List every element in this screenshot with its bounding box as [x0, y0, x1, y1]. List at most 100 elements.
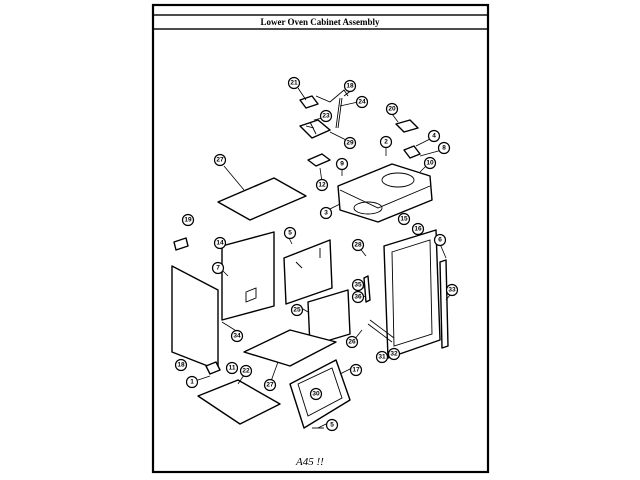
back-panel: [221, 231, 275, 321]
svg-text:20: 20: [388, 106, 396, 113]
block-part-12: [307, 153, 331, 167]
callout-11: 11: [225, 361, 239, 375]
callout-33: 33: [445, 283, 459, 297]
liner-detail: [295, 248, 321, 269]
back-panel-window: [245, 287, 257, 303]
door-window: [297, 367, 343, 417]
callout-16: 16: [411, 222, 425, 236]
callout-20: 20: [385, 102, 399, 116]
front-frame-outer: [383, 229, 441, 359]
callout-22: 22: [239, 364, 253, 378]
callout-1: 1: [185, 375, 199, 389]
svg-text:3: 3: [324, 210, 328, 217]
callout-27-bottom: 27: [263, 378, 277, 392]
callout-10: 10: [423, 156, 437, 170]
svg-text:31: 31: [378, 354, 386, 361]
strip-part-26: [367, 319, 395, 343]
callout-30: 30: [309, 387, 323, 401]
title-box: [152, 14, 489, 30]
svg-text:35: 35: [354, 282, 362, 289]
callout-35: 35: [351, 278, 365, 292]
footer-note: A45 !!: [295, 456, 324, 468]
svg-text:26: 26: [348, 339, 356, 346]
svg-text:14: 14: [216, 240, 224, 247]
svg-text:34: 34: [233, 333, 241, 340]
svg-text:8: 8: [442, 145, 446, 152]
side-strip: [439, 259, 449, 349]
callout-29: 29: [343, 136, 357, 150]
svg-text:28: 28: [354, 242, 362, 249]
svg-text:12: 12: [318, 182, 326, 189]
callout-36: 36: [351, 290, 365, 304]
diagram-frame: [151, 3, 490, 474]
svg-text:27: 27: [266, 382, 274, 389]
callout-5-bottom: 5: [325, 418, 339, 432]
callout-24: 24: [355, 95, 369, 109]
callout-2: 2: [379, 135, 393, 149]
side-panel-left: [171, 265, 219, 371]
callout-9: 9: [335, 157, 349, 171]
clip-part-20: [395, 119, 419, 133]
front-frame-inner: [391, 239, 433, 347]
svg-text:5: 5: [330, 422, 334, 429]
inner-liner: [283, 239, 333, 305]
svg-text:27: 27: [216, 157, 224, 164]
svg-text:9: 9: [340, 161, 344, 168]
bracket-11: [205, 361, 221, 375]
plate-slot: [255, 182, 263, 187]
svg-text:18: 18: [346, 83, 354, 90]
svg-text:1: 1: [190, 379, 194, 386]
svg-text:22: 22: [242, 368, 250, 375]
callout-6: 6: [433, 233, 447, 247]
callout-17: 17: [349, 363, 363, 377]
callout-32: 32: [387, 347, 401, 361]
top-plate: [217, 177, 307, 221]
callout-34: 34: [230, 329, 244, 343]
svg-text:25: 25: [293, 307, 301, 314]
callout-31: 31: [375, 350, 389, 364]
callout-27-top: 27: [213, 153, 227, 167]
svg-text:21: 21: [290, 80, 298, 87]
callout-5-mid: 5: [283, 226, 297, 240]
svg-text:15: 15: [400, 216, 408, 223]
svg-text:11: 11: [229, 365, 236, 372]
callout-14: 14: [213, 236, 227, 250]
svg-text:17: 17: [352, 367, 360, 374]
svg-text:19: 19: [184, 217, 192, 224]
callout-15-top: 15: [397, 212, 411, 226]
svg-text:29: 29: [346, 140, 354, 147]
svg-text:2: 2: [384, 139, 388, 146]
svg-text:10: 10: [426, 160, 434, 167]
svg-text:30: 30: [312, 391, 320, 398]
bottom-panel: [243, 329, 337, 367]
top-panel-assembly: [337, 163, 433, 223]
svg-text:5: 5: [288, 230, 292, 237]
svg-text:16: 16: [414, 226, 422, 233]
base-plate: [197, 379, 281, 425]
door-inner-panel: [307, 289, 351, 347]
svg-text:32: 32: [390, 351, 398, 358]
bracket-assembly: [299, 89, 349, 139]
rod-part: [335, 97, 343, 129]
svg-text:4: 4: [432, 133, 436, 140]
svg-text:18: 18: [177, 362, 185, 369]
svg-text:6: 6: [438, 237, 442, 244]
svg-text:7: 7: [216, 265, 220, 272]
callout-21: 21: [287, 76, 301, 90]
diagram-title: Lower Oven Cabinet Assembly: [260, 17, 380, 27]
hinge-part: [363, 275, 371, 303]
callout-26: 26: [345, 335, 359, 349]
label-tag: [173, 237, 189, 251]
callout-18: 18: [343, 79, 357, 93]
callout-7: 7: [211, 261, 225, 275]
callout-12: 12: [315, 178, 329, 192]
callout-3: 3: [319, 206, 333, 220]
callout-8: 8: [437, 141, 451, 155]
svg-text:36: 36: [354, 294, 362, 301]
callout-19: 19: [181, 213, 195, 227]
callout-4: 4: [427, 129, 441, 143]
svg-text:33: 33: [448, 287, 456, 294]
callout-28: 28: [351, 238, 365, 252]
svg-text:23: 23: [322, 113, 330, 120]
